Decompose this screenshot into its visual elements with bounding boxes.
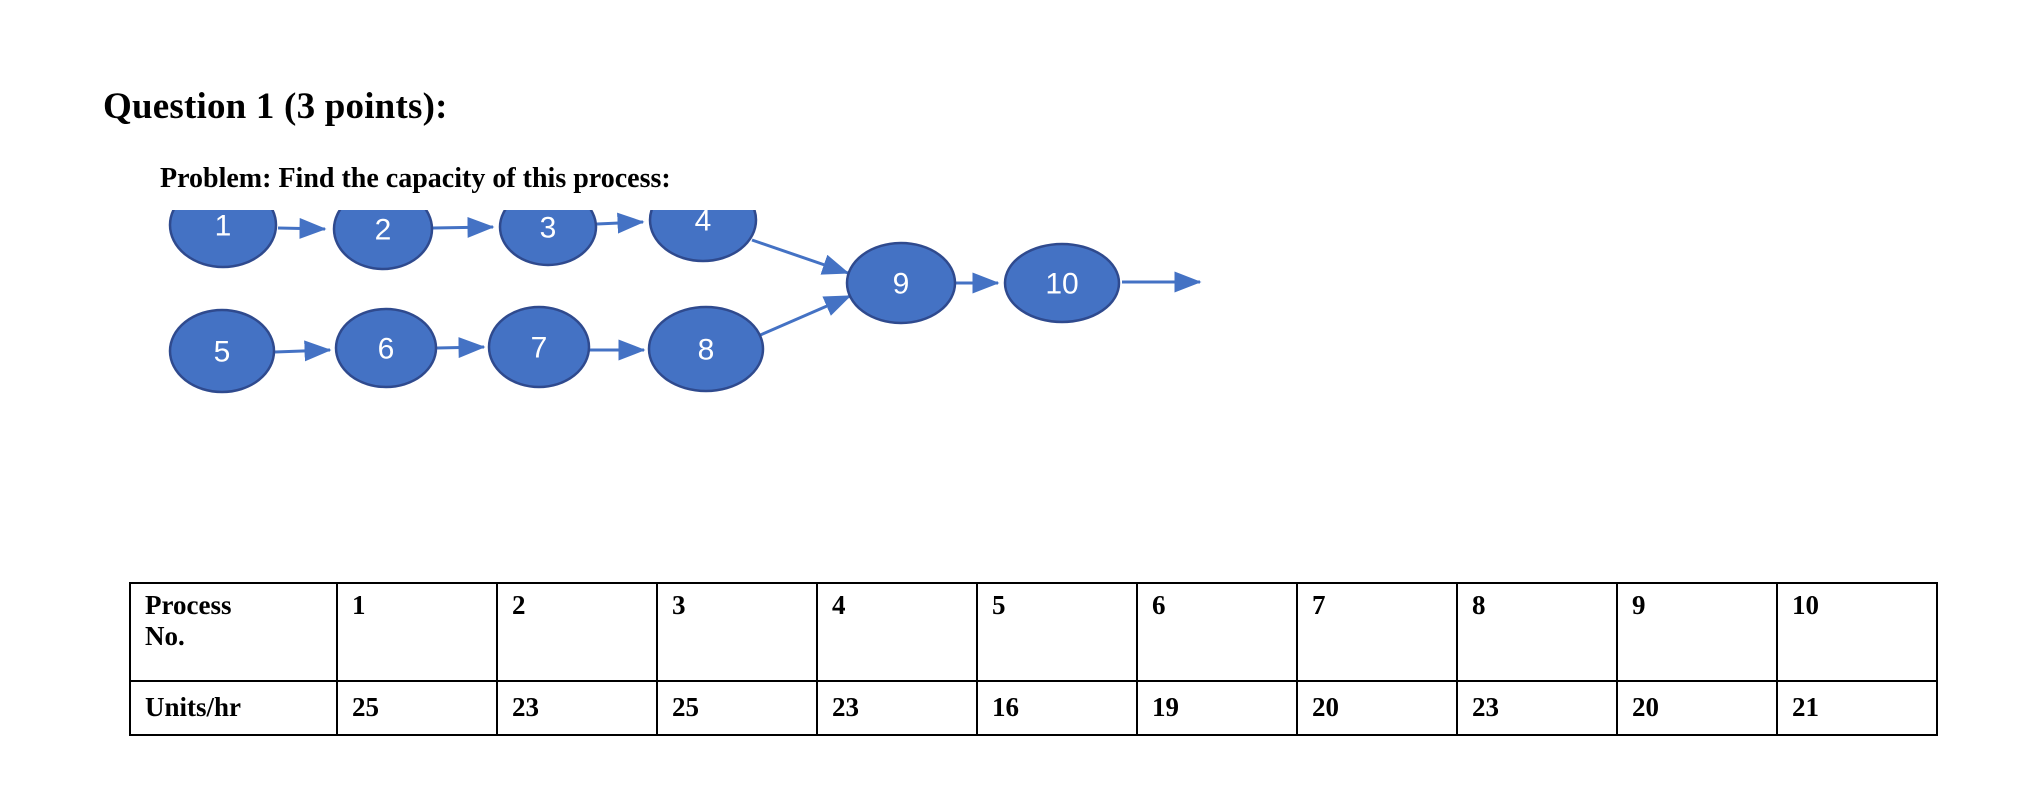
units-cell-7: 20 — [1296, 680, 1458, 736]
units-cell-9: 20 — [1616, 680, 1778, 736]
process-no-cell-3: 3 — [656, 582, 818, 682]
process-no-cell-6: 6 — [1136, 582, 1298, 682]
process-node-5-label: 5 — [214, 336, 231, 369]
page-title: Question 1 (3 points): — [103, 86, 448, 127]
process-node-2[interactable]: 2 — [332, 210, 434, 271]
process-no-cell-4: 4 — [816, 582, 978, 682]
process-node-6-label: 6 — [378, 333, 395, 366]
process-node-1[interactable]: 1 — [168, 210, 278, 269]
process-node-5[interactable]: 5 — [168, 308, 276, 394]
process-node-3-label: 3 — [540, 212, 557, 245]
edge-2-3 — [432, 216, 495, 238]
units-cell-10: 21 — [1776, 680, 1938, 736]
process-no-cell-5: 5 — [976, 582, 1138, 682]
table-row-units-per-hr: Units/hr 25 23 25 23 16 19 20 23 20 21 — [129, 680, 1938, 736]
process-node-4[interactable]: 4 — [648, 210, 758, 263]
edge-5-6 — [274, 340, 332, 362]
process-node-8-label: 8 — [698, 334, 715, 367]
edge-6-7 — [436, 337, 486, 359]
units-cell-1: 25 — [336, 680, 498, 736]
process-no-cell-7: 7 — [1296, 582, 1458, 682]
edge-1-2 — [277, 217, 327, 239]
row-header-units-per-hr: Units/hr — [129, 680, 338, 736]
row-header-process-no: Process No. — [129, 582, 338, 682]
process-no-cell-1: 1 — [336, 582, 498, 682]
process-node-10[interactable]: 10 — [1003, 242, 1121, 324]
process-node-9[interactable]: 9 — [845, 241, 957, 325]
process-no-cell-8: 8 — [1456, 582, 1618, 682]
edge-3-4 — [596, 212, 645, 234]
edge-8-9 — [757, 294, 852, 338]
units-cell-6: 19 — [1136, 680, 1298, 736]
process-no-cell-9: 9 — [1616, 582, 1778, 682]
process-no-cell-2: 2 — [496, 582, 658, 682]
process-node-10-label: 10 — [1045, 268, 1078, 301]
table-row-process-no: Process No. 1 2 3 4 5 6 7 8 9 10 — [129, 582, 1938, 682]
row-header-process-no-line2: No. — [145, 621, 185, 652]
units-cell-4: 23 — [816, 680, 978, 736]
process-node-6[interactable]: 6 — [334, 307, 438, 389]
process-node-1-label: 1 — [215, 210, 232, 243]
capacity-table: Process No. 1 2 3 4 5 6 7 8 9 10 Units/h… — [129, 582, 1938, 736]
units-cell-2: 23 — [496, 680, 658, 736]
process-no-cell-10: 10 — [1776, 582, 1938, 682]
process-node-7[interactable]: 7 — [487, 305, 591, 389]
process-node-4-label: 4 — [695, 210, 712, 238]
process-node-2-label: 2 — [375, 214, 392, 247]
edge-4-9 — [751, 238, 850, 275]
process-node-8[interactable]: 8 — [647, 305, 765, 393]
process-node-7-label: 7 — [531, 332, 548, 365]
process-flow-diagram: 1 2 3 4 5 6 7 — [0, 210, 1650, 510]
problem-statement: Problem: Find the capacity of this proce… — [160, 163, 671, 194]
units-cell-3: 25 — [656, 680, 818, 736]
units-cell-8: 23 — [1456, 680, 1618, 736]
row-header-process-no-line1: Process — [145, 590, 232, 620]
units-cell-5: 16 — [976, 680, 1138, 736]
process-node-9-label: 9 — [893, 268, 910, 301]
process-node-3[interactable]: 3 — [498, 210, 598, 267]
